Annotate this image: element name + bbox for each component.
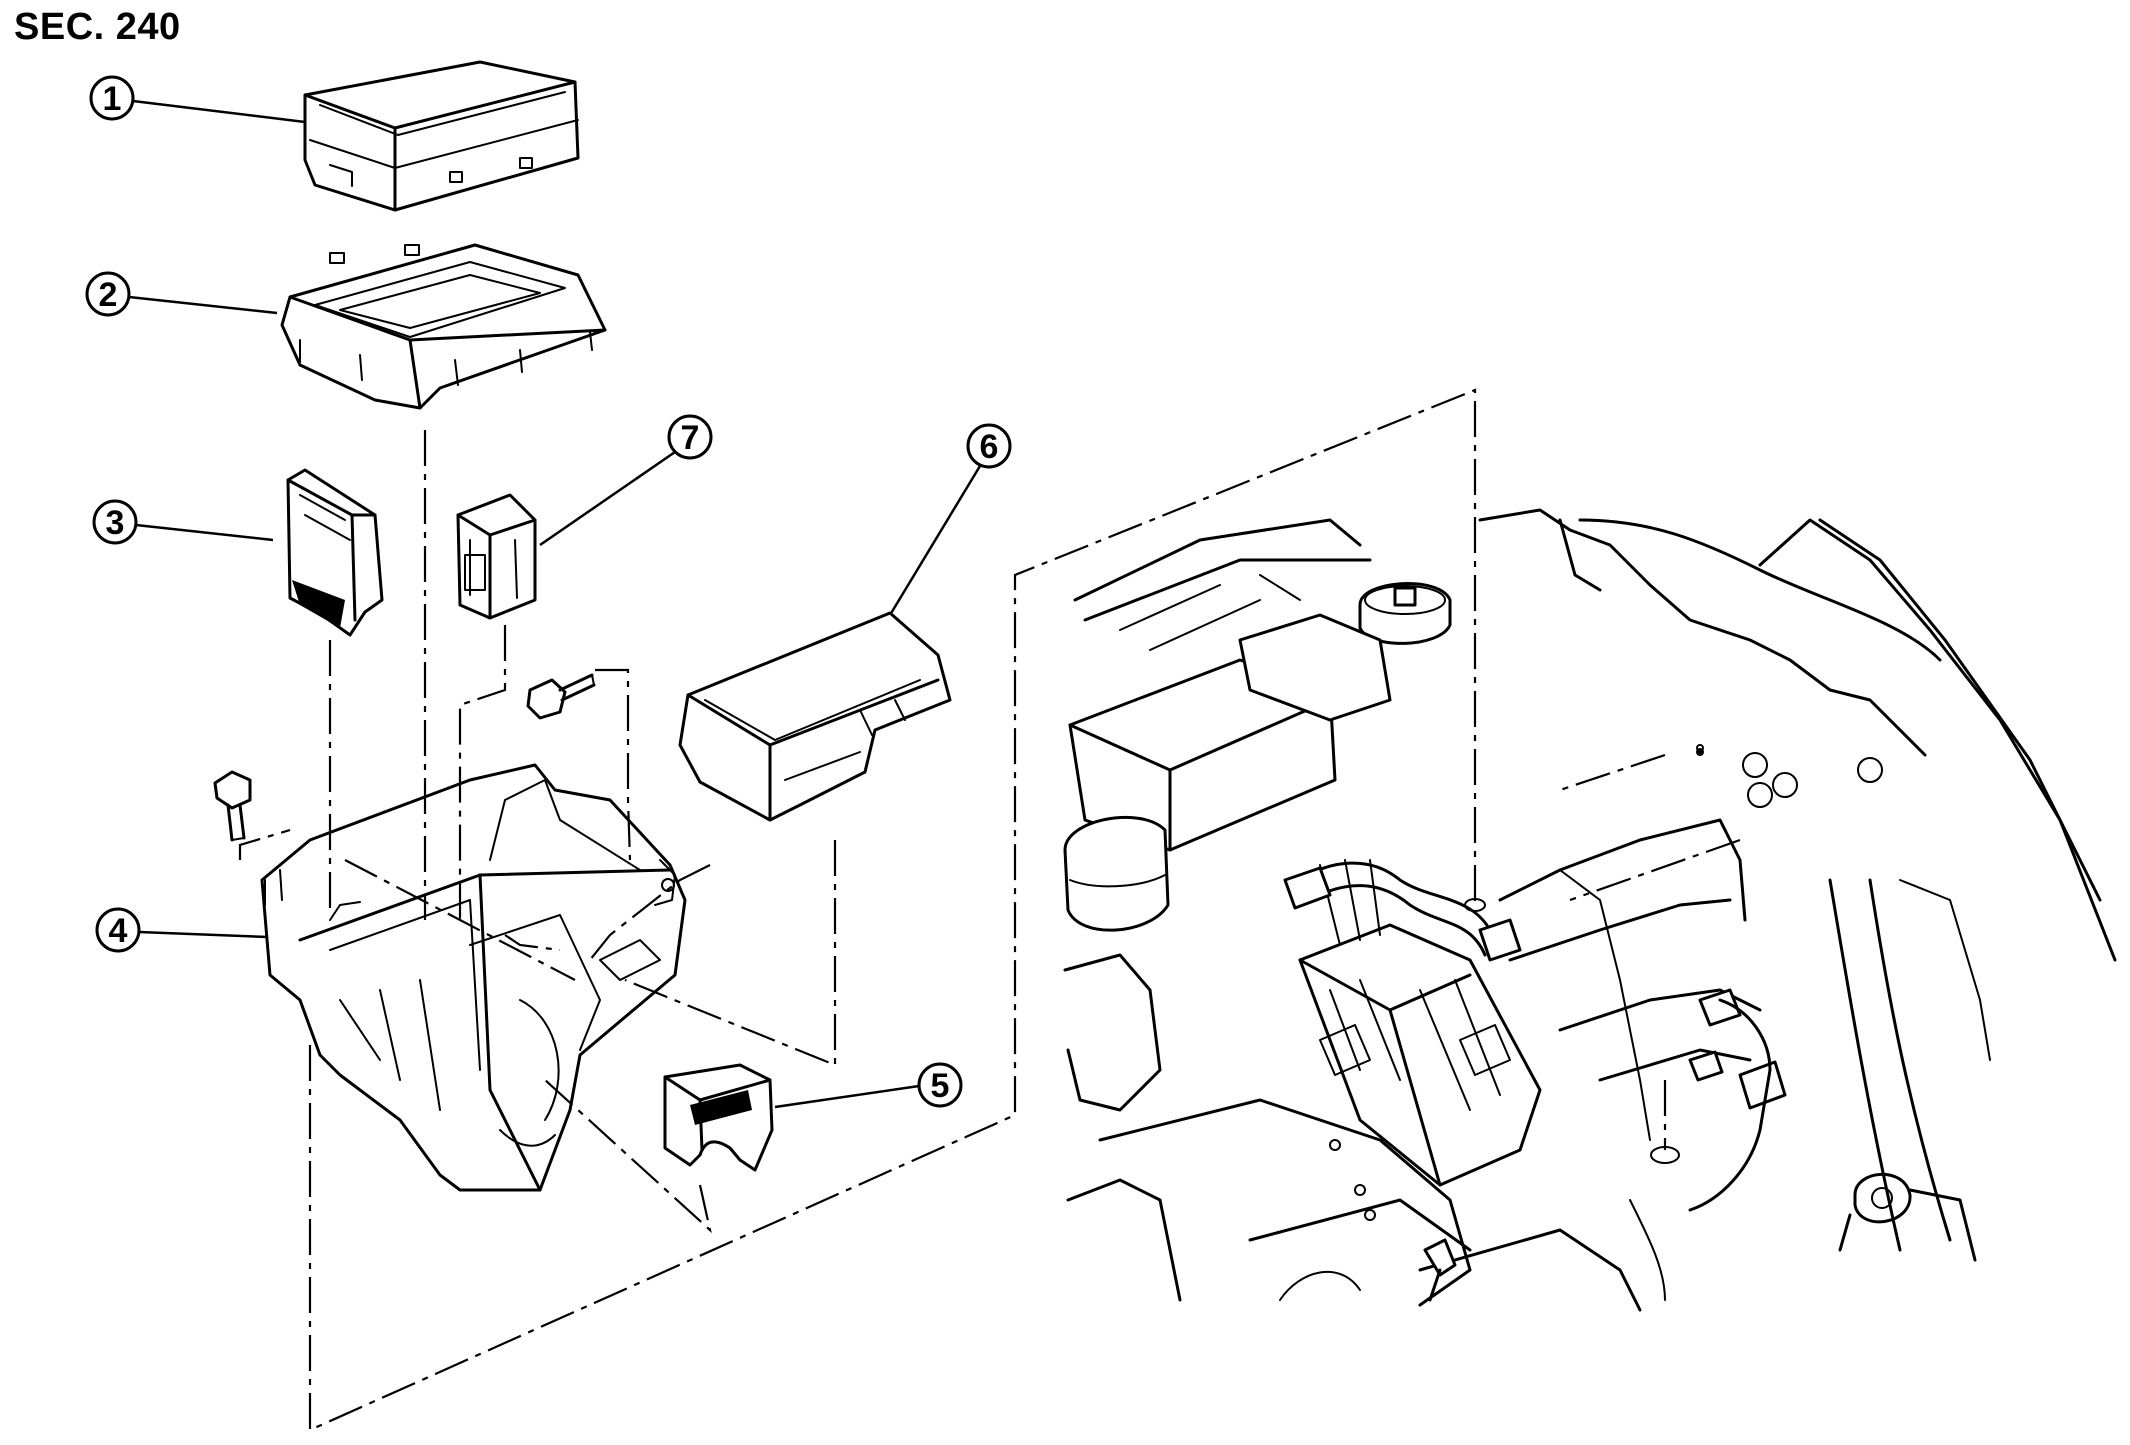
- engine-bay-illustration: [1063, 508, 2117, 1312]
- part-lower-case: [260, 763, 687, 1192]
- part-bracket: [663, 1063, 774, 1172]
- callout-3-number: 3: [106, 504, 125, 542]
- callout-5: 5: [774, 1062, 963, 1109]
- part-side-cover: [286, 468, 384, 637]
- part-upper-cover: [303, 60, 580, 212]
- callout-6-number: 6: [980, 428, 999, 466]
- bolt-upper: [526, 673, 596, 720]
- bolt-lower: [213, 770, 252, 842]
- part-connector-holder: [456, 493, 537, 620]
- part-relay-box: [678, 611, 952, 822]
- section-label: SEC. 240: [14, 6, 181, 48]
- callout-7-number: 7: [681, 419, 700, 457]
- callout-5-number: 5: [931, 1067, 950, 1105]
- callout-2: 2: [85, 271, 278, 317]
- callout-7: 7: [539, 414, 713, 547]
- callout-2-number: 2: [99, 276, 118, 314]
- callout-3: 3: [92, 499, 274, 545]
- callout-4-number: 4: [109, 912, 128, 950]
- assembly-lines: [238, 388, 1741, 1432]
- callout-1-number: 1: [103, 80, 122, 118]
- callout-6: 6: [888, 423, 1012, 616]
- callout-1: 1: [89, 75, 306, 124]
- callout-4: 4: [95, 907, 269, 953]
- part-frame: [280, 243, 607, 410]
